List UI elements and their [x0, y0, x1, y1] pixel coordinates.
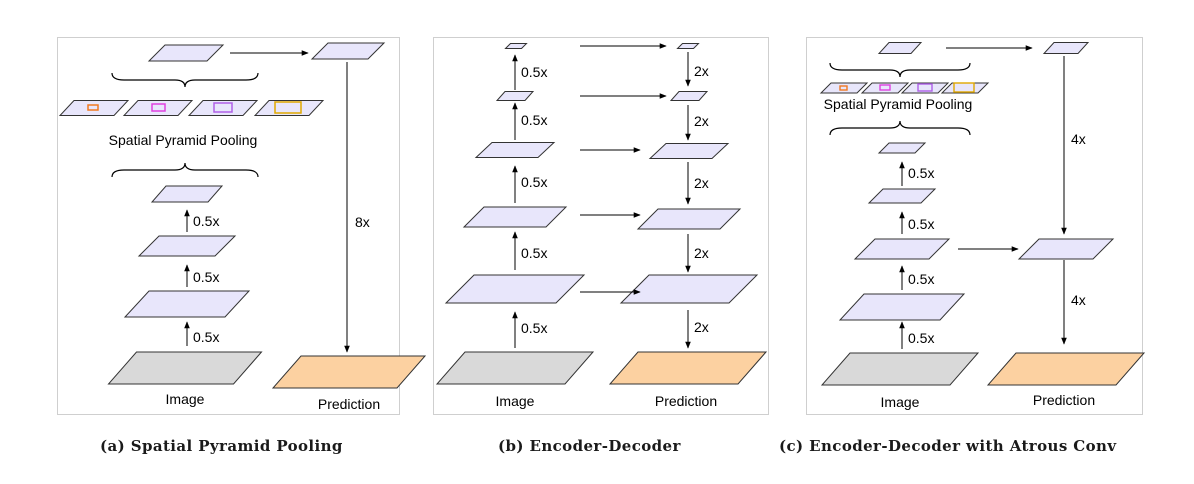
image-label-c: Image [881, 394, 920, 410]
prediction-label-c: Prediction [1033, 392, 1095, 408]
decoder-map-b2 [636, 208, 742, 230]
feature-map-a2 [137, 235, 237, 257]
image-label-a: Image [166, 391, 205, 407]
encoder-map-b3 [474, 142, 556, 158]
scale-label-c3: 0.5x [908, 216, 934, 232]
feature-map-a1 [123, 290, 251, 318]
image-plane-a [107, 351, 263, 385]
output-feature-a [310, 42, 386, 60]
brace-upper-a [111, 72, 259, 88]
pool-map-a2 [122, 100, 194, 116]
decoder-map-b4 [669, 91, 709, 101]
encoder-map-b2 [462, 206, 568, 228]
spp-output-c [877, 42, 923, 54]
feature-map-a3 [150, 185, 224, 203]
feature-map-c3 [867, 188, 937, 204]
pool-map-a4 [253, 100, 325, 116]
scale-label-b9: 2x [694, 245, 709, 261]
pool-region-c1 [839, 85, 848, 91]
caption-a: (a) Spatial Pyramid Pooling [100, 437, 343, 455]
spp-label-c: Spatial Pyramid Pooling [824, 96, 973, 112]
scale-label-b5: 0.5x [521, 64, 547, 80]
pool-map-c1 [819, 82, 869, 94]
scale-label-4x-c2: 4x [1071, 292, 1086, 308]
image-plane-c [820, 352, 980, 386]
prediction-label-a: Prediction [318, 396, 380, 412]
caption-c: (c) Encoder-Decoder with Atrous Conv [779, 437, 1117, 455]
scale-label-b1: 0.5x [521, 320, 547, 336]
scale-label-b2: 0.5x [521, 245, 547, 261]
pool-region-c4 [953, 82, 975, 93]
scale-label-b8: 2x [694, 175, 709, 191]
pool-map-c3 [900, 82, 950, 94]
scale-label-a1: 0.5x [193, 329, 219, 345]
scale-label-c2: 0.5x [908, 271, 934, 287]
prediction-plane-c [986, 352, 1146, 386]
scale-label-b6: 2x [694, 63, 709, 79]
prediction-label-b: Prediction [655, 393, 717, 409]
scale-label-b10: 2x [694, 319, 709, 335]
encoder-map-b5 [504, 43, 528, 49]
scale-label-b7: 2x [694, 113, 709, 129]
scale-label-4x-c1: 4x [1071, 131, 1086, 147]
pool-region-c2 [879, 84, 891, 91]
spp-label-a: Spatial Pyramid Pooling [109, 132, 258, 148]
pool-region-a2 [151, 103, 166, 112]
encoder-map-b4 [495, 91, 535, 101]
decoder-map-b5 [676, 43, 700, 49]
diagram-shapes [58, 42, 1146, 389]
feature-map-c2 [853, 238, 951, 260]
pool-map-c2 [860, 82, 910, 94]
decoder-map-b1 [619, 274, 759, 304]
encoder-map-b1 [444, 274, 586, 304]
pool-region-a1 [87, 104, 99, 111]
pool-region-c3 [917, 83, 933, 92]
brace-lower-c [829, 120, 971, 136]
diagram-braces [111, 62, 971, 178]
scale-label-a3: 0.5x [193, 213, 219, 229]
scale-label-b3: 0.5x [521, 174, 547, 190]
caption-b: (b) Encoder-Decoder [498, 437, 681, 455]
decoder-map-c [1017, 238, 1115, 260]
image-plane-b [435, 351, 595, 385]
feature-map-c1 [838, 293, 966, 321]
brace-lower-a [111, 162, 259, 178]
output-feature-c [1042, 42, 1090, 54]
pool-map-a1 [58, 100, 130, 116]
brace-upper-c [829, 62, 971, 78]
prediction-plane-b [608, 351, 768, 385]
scale-label-c1: 0.5x [908, 330, 934, 346]
diagram-arrows [184, 43, 1067, 353]
panel-encoder-decoder-atrous [806, 37, 1143, 415]
pool-region-a3 [213, 102, 233, 113]
pool-map-a3 [187, 100, 259, 116]
spp-output-a [147, 44, 225, 62]
scale-label-c4: 0.5x [908, 165, 934, 181]
image-label-b: Image [496, 393, 535, 409]
feature-map-c4 [877, 142, 927, 154]
scale-label-8x-a: 8x [355, 214, 370, 230]
prediction-plane-a [271, 355, 427, 389]
scale-label-b4: 0.5x [521, 112, 547, 128]
scale-label-a2: 0.5x [193, 269, 219, 285]
pool-region-a4 [274, 101, 302, 114]
decoder-map-b3 [648, 143, 730, 159]
